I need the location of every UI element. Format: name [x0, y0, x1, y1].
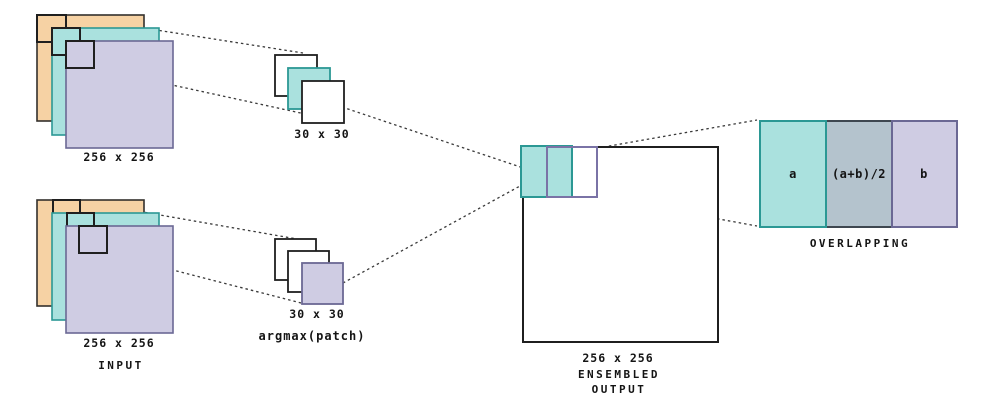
patchstack-top-size-label: 30 x 30 [294, 127, 349, 141]
input-stack-top: 256 x 256 [36, 14, 174, 164]
input-top-patch-lavender [65, 40, 95, 69]
input-top-size-label: 256 x 256 [83, 150, 154, 164]
input-bottom-size-label: 256 x 256 [83, 336, 154, 350]
input-bottom-patch-lavender [78, 225, 108, 254]
overlap-average-label: (a+b)/2 [832, 167, 886, 181]
overlapping-caption: OVERLAPPING [810, 237, 910, 250]
patchstack-bottom-size-label: 30 x 30 [289, 307, 344, 321]
patch-stack-bottom: 30 x 30 argmax(patch) [259, 238, 366, 343]
patchstack-bottom-front-square-lavender [301, 262, 344, 305]
connector-top-input-to-patchstack-lower [93, 67, 343, 123]
output-patch-b-purple [546, 146, 598, 198]
overlapping-detail: a (a+b)/2 b OVERLAPPING [759, 120, 958, 250]
ensembled-output: 256 x 256 ENSEMBLED OUTPUT [520, 145, 719, 396]
argmax-caption: argmax(patch) [259, 329, 366, 343]
overlap-b-label: b [920, 167, 928, 181]
overlap-cell-a-teal [759, 120, 827, 228]
connector-output-to-overlap-upper [597, 119, 758, 149]
input-caption: INPUT [98, 359, 144, 372]
output-size-label: 256 x 256 [582, 351, 653, 365]
patchstack-top-front-square [301, 80, 345, 124]
overlap-cell-b-lavender [891, 120, 958, 228]
patch-stack-top: 30 x 30 [274, 54, 349, 141]
output-caption-line2: OUTPUT [592, 383, 647, 396]
connector-bottom-input-to-patchstack-upper [79, 200, 298, 240]
overlap-cell-average-gray [825, 120, 893, 228]
input-stack-bottom: 256 x 256 INPUT [36, 199, 174, 372]
overlap-a-label: a [789, 167, 797, 181]
output-caption-line1: ENSEMBLED [578, 368, 660, 381]
input-bottom-layer-lavender [65, 225, 174, 334]
input-top-layer-lavender [65, 40, 174, 149]
